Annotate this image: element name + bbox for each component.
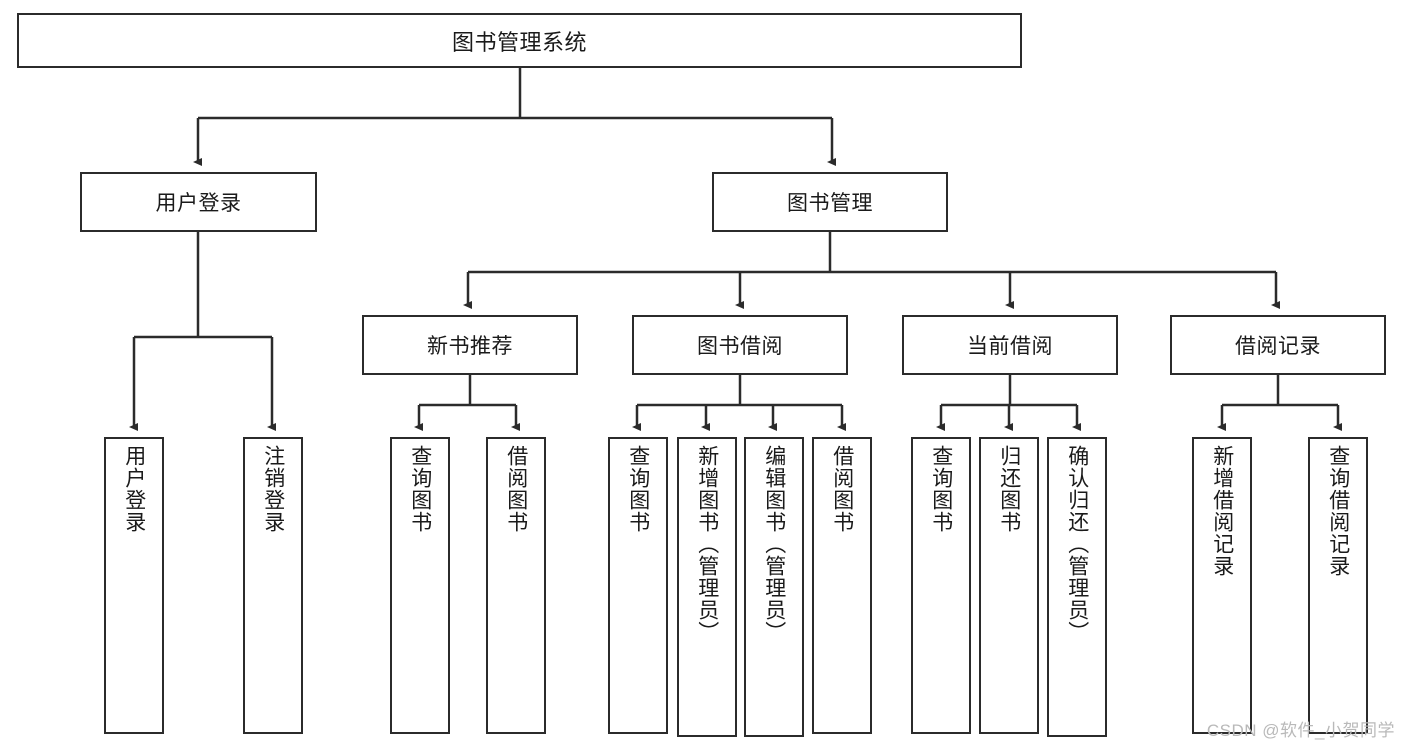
leaf-current-borrow-confirm-return[interactable]: 确认归还（管理员）	[1047, 437, 1107, 737]
node-label: 图书管理系统	[451, 29, 587, 55]
leaf-book-borrow-query[interactable]: 查询图书	[608, 437, 668, 734]
node-book-borrow[interactable]: 图书借阅	[632, 315, 848, 375]
leaf-label: 查询图书	[626, 445, 650, 533]
leaf-user-login-signout[interactable]: 注销登录	[243, 437, 303, 734]
node-current-borrow[interactable]: 当前借阅	[902, 315, 1118, 375]
leaf-current-borrow-query[interactable]: 查询图书	[911, 437, 971, 734]
leaf-book-borrow-add[interactable]: 新增图书（管理员）	[677, 437, 737, 737]
leaf-label: 用户登录	[122, 445, 146, 533]
leaf-label: 注销登录	[261, 445, 285, 533]
leaf-label: 查询图书	[408, 445, 432, 533]
node-label: 图书管理	[787, 192, 873, 215]
node-label: 图书借阅	[697, 335, 783, 358]
node-label: 当前借阅	[967, 335, 1053, 358]
leaf-label: 归还图书	[997, 445, 1021, 533]
leaf-label: 新增借阅记录	[1210, 445, 1234, 577]
node-borrow-record[interactable]: 借阅记录	[1170, 315, 1386, 375]
leaf-label: 查询图书	[929, 445, 953, 533]
leaf-user-login-signin[interactable]: 用户登录	[104, 437, 164, 734]
leaf-new-book-borrow[interactable]: 借阅图书	[486, 437, 546, 734]
node-user-login[interactable]: 用户登录	[80, 172, 317, 232]
leaf-label: 借阅图书	[830, 445, 854, 533]
node-label: 新书推荐	[427, 335, 513, 358]
node-label: 借阅记录	[1235, 335, 1321, 358]
leaf-label: 编辑图书（管理员）	[762, 445, 786, 643]
leaf-label: 新增图书（管理员）	[695, 445, 719, 643]
node-new-book-recommend[interactable]: 新书推荐	[362, 315, 578, 375]
leaf-current-borrow-return[interactable]: 归还图书	[979, 437, 1039, 734]
node-root-system[interactable]: 图书管理系统	[17, 13, 1022, 68]
leaf-label: 确认归还（管理员）	[1065, 445, 1089, 643]
leaf-book-borrow-lend[interactable]: 借阅图书	[812, 437, 872, 734]
watermark: CSDN @软件_小贺同学	[1206, 721, 1395, 740]
leaf-label: 查询借阅记录	[1326, 445, 1350, 577]
leaf-book-borrow-edit[interactable]: 编辑图书（管理员）	[744, 437, 804, 737]
node-book-management[interactable]: 图书管理	[712, 172, 948, 232]
leaf-label: 借阅图书	[504, 445, 528, 533]
leaf-borrow-record-add[interactable]: 新增借阅记录	[1192, 437, 1252, 734]
leaf-new-book-query[interactable]: 查询图书	[390, 437, 450, 734]
node-label: 用户登录	[155, 192, 242, 215]
leaf-borrow-record-query[interactable]: 查询借阅记录	[1308, 437, 1368, 734]
